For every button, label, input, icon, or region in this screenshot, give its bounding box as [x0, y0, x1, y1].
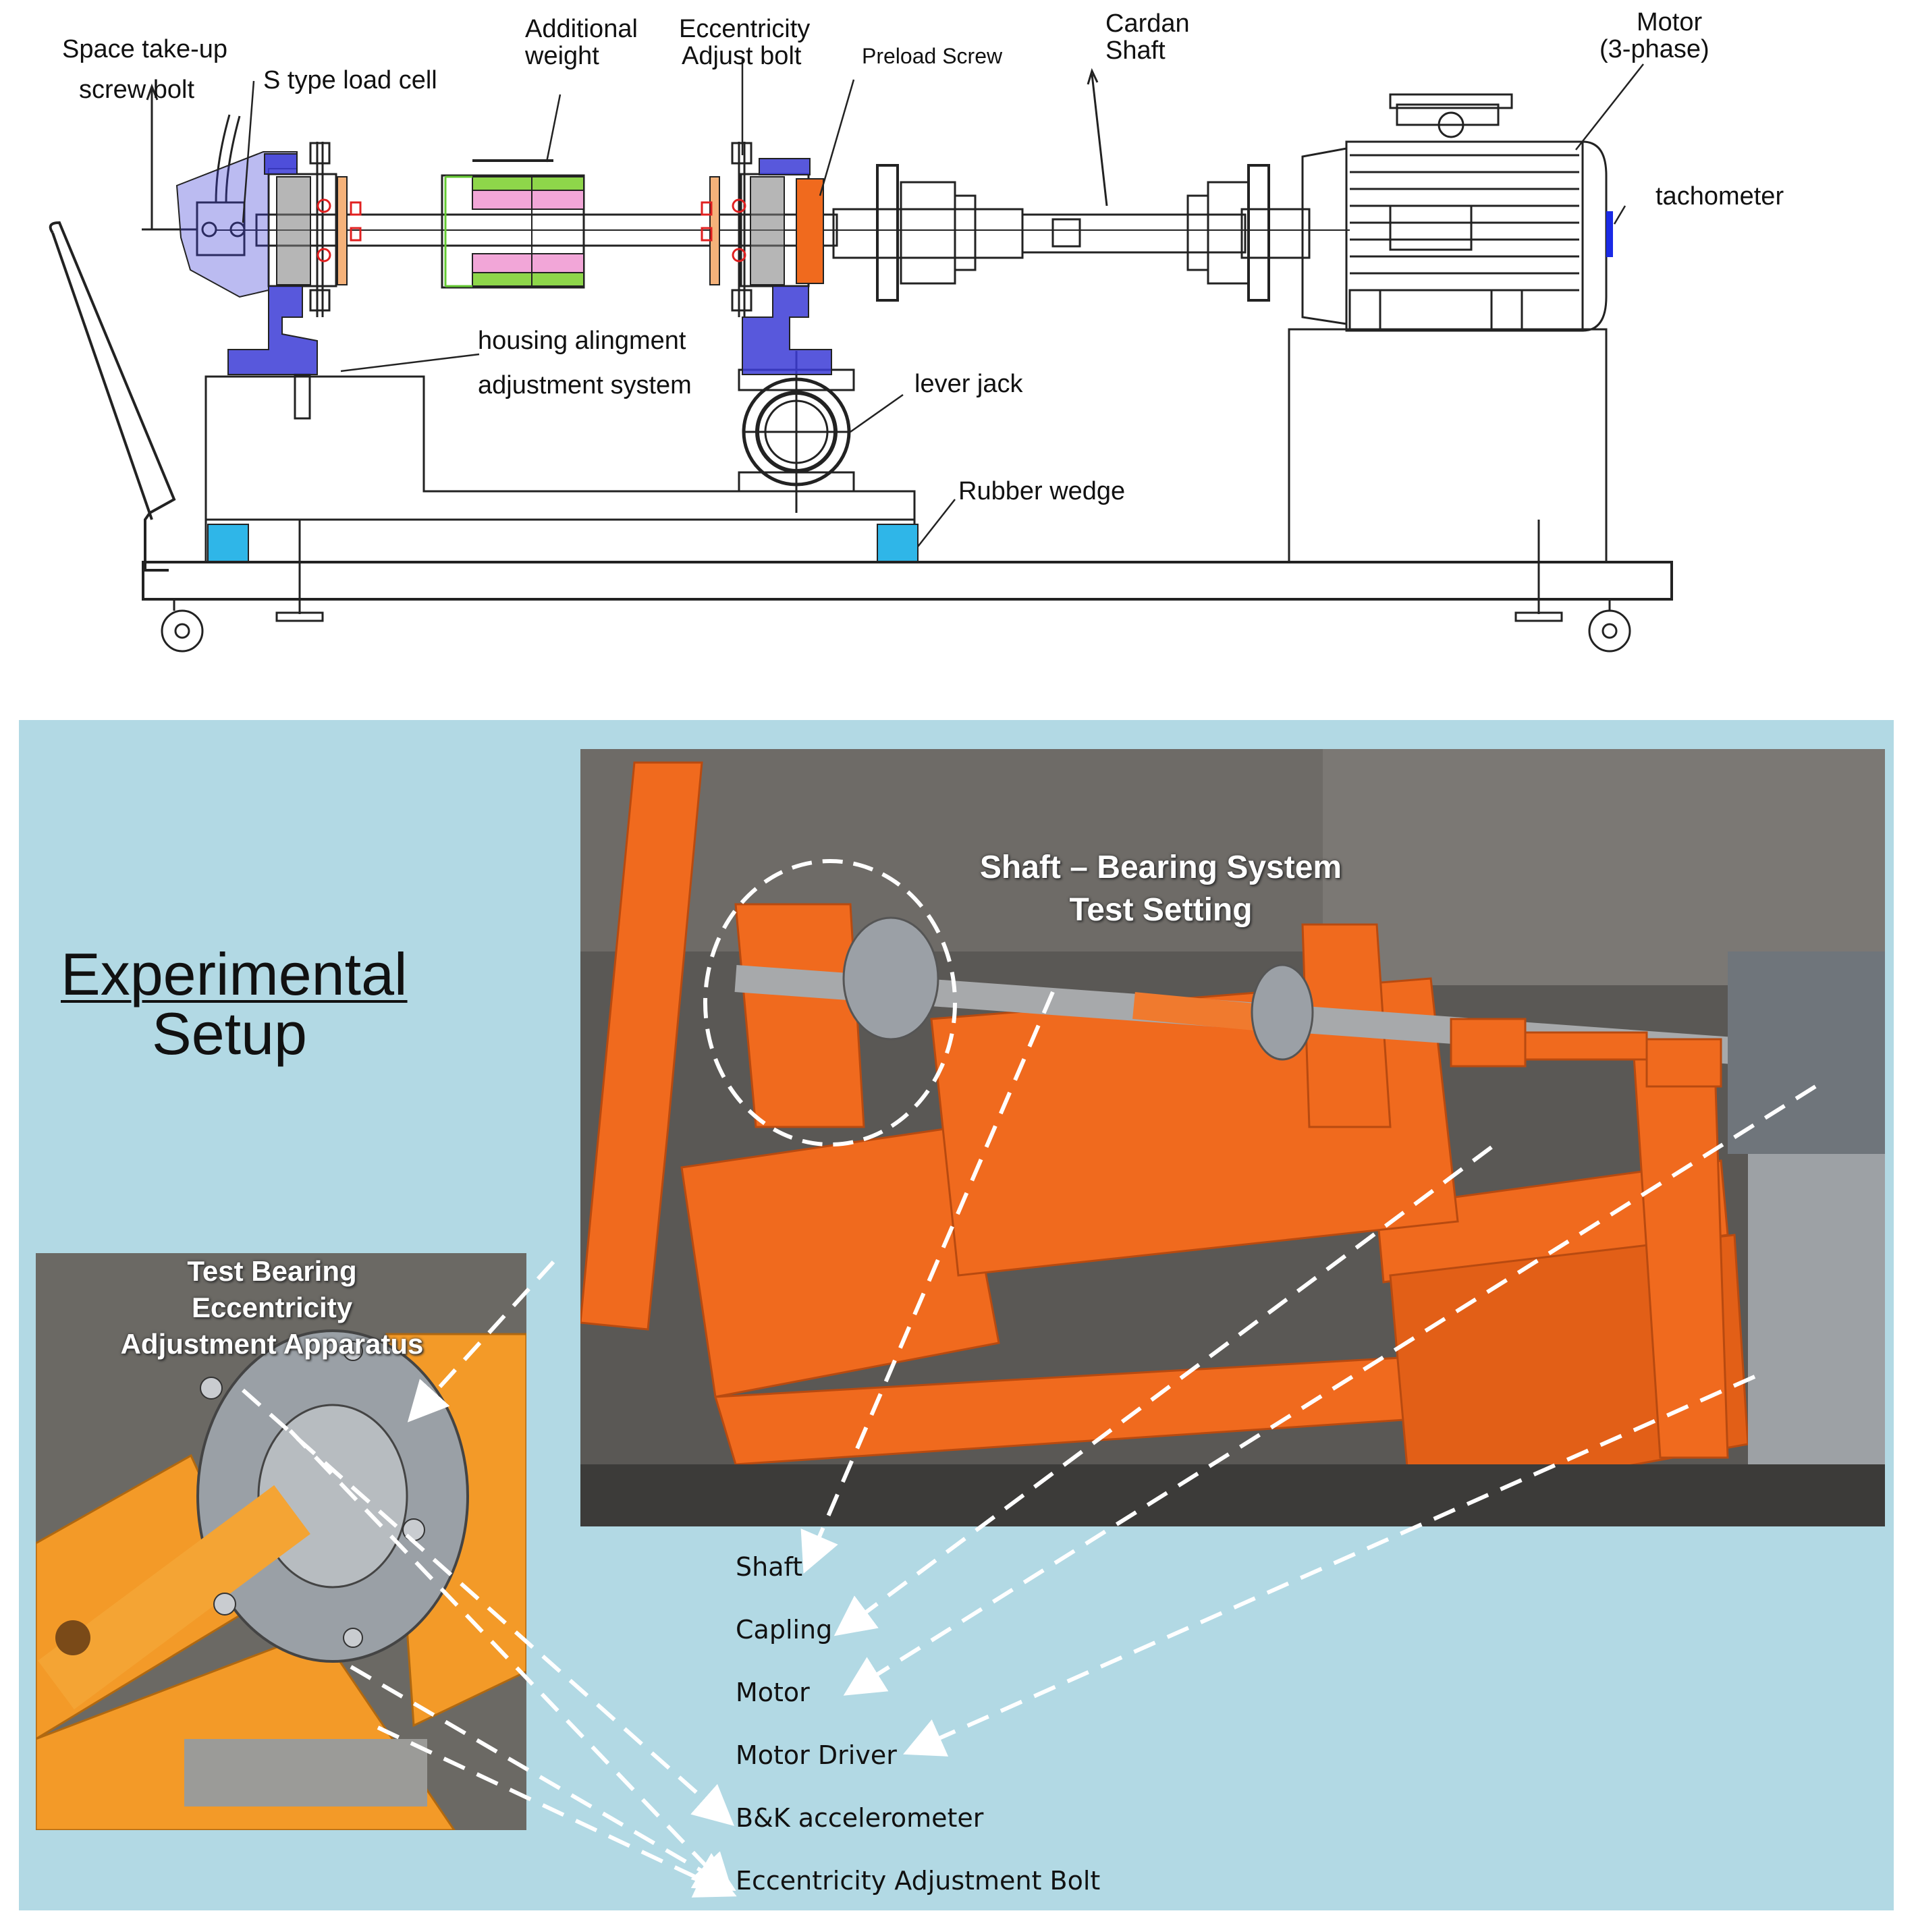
label-motor-line2: (3-phase): [1599, 35, 1709, 63]
component-shaft: Shaft: [736, 1552, 803, 1582]
main-photo-label-line2: Test Setting: [1069, 892, 1253, 928]
label-preload-screw: Preload Screw: [862, 44, 1003, 68]
component-motor: Motor: [736, 1678, 810, 1707]
title-line2: Setup: [152, 1000, 307, 1067]
inset-photo-illustration: [36, 1253, 526, 1830]
main-photo-label-line1: Shaft – Bearing System: [979, 850, 1342, 885]
main-photo-illustration: [580, 749, 1885, 1526]
label-lever-jack: lever jack: [914, 370, 1023, 398]
label-rubber-wedge: Rubber wedge: [958, 477, 1126, 505]
label-additional-weight-line2: weight: [525, 42, 599, 70]
label-cardan-line1: Cardan: [1105, 9, 1190, 38]
inset-label-line1: Test Bearing: [187, 1255, 357, 1287]
inset-photo: Test Bearing Eccentricity Adjustment App…: [36, 1253, 526, 1830]
label-housing-line1: housing alingment: [478, 327, 686, 355]
label-s-type-load-cell: S type load cell: [263, 66, 437, 94]
label-space-takeup: Space take-up: [62, 35, 228, 63]
label-eccentricity-line1: Eccentricity: [679, 15, 811, 43]
title-line1: Experimental: [61, 941, 408, 1008]
label-screw-bolt: screw bolt: [79, 76, 195, 104]
inset-label-line2: Eccentricity: [191, 1292, 353, 1323]
test-rig-drawing: [49, 59, 1673, 653]
label-eccentricity-line2: Adjust bolt: [682, 42, 802, 70]
experimental-setup-title: Experimental Setup: [61, 941, 408, 1067]
inset-label-line3: Adjustment Apparatus: [120, 1328, 424, 1360]
main-photo: Shaft – Bearing System Test Setting: [580, 749, 1885, 1526]
label-motor-line1: Motor: [1637, 8, 1703, 36]
component-motor-driver: Motor Driver: [736, 1740, 897, 1770]
component-capling: Capling: [736, 1615, 833, 1645]
label-cardan-line2: Shaft: [1105, 36, 1166, 65]
label-housing-line2: adjustment system: [478, 371, 692, 399]
component-bk-accelerometer: B&K accelerometer: [736, 1803, 984, 1833]
label-tachometer: tachometer: [1655, 182, 1784, 211]
label-additional-weight-line1: Additional: [525, 15, 638, 43]
component-eccentricity-bolt: Eccentricity Adjustment Bolt: [736, 1866, 1101, 1896]
